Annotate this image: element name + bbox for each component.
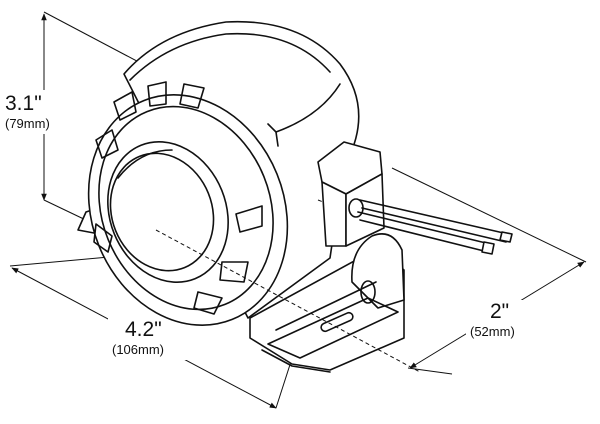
housing-seam-step bbox=[267, 123, 279, 147]
wire-lower-bottom bbox=[359, 219, 489, 253]
length-extension-left bbox=[9, 255, 121, 267]
cable-connector bbox=[317, 141, 385, 247]
center-axis-line bbox=[155, 229, 421, 373]
depth-value-label: 2" bbox=[490, 300, 509, 323]
wire-lower-top bbox=[357, 211, 491, 245]
vent bbox=[193, 291, 223, 315]
wire-lower-tip bbox=[481, 241, 495, 255]
housing-rim-curve bbox=[129, 32, 331, 81]
vent bbox=[179, 83, 205, 109]
depth-extension-top bbox=[391, 167, 587, 263]
vent bbox=[113, 91, 137, 121]
connector-front bbox=[321, 181, 347, 247]
depth-metric-label: (52mm) bbox=[470, 324, 515, 339]
speaker-dome bbox=[109, 152, 215, 272]
lead-wires bbox=[357, 199, 513, 255]
length-metric-label: (106mm) bbox=[112, 342, 164, 357]
bracket-lip bbox=[267, 297, 399, 359]
backup-alarm-illustration bbox=[77, 20, 513, 373]
height-label-backdrop bbox=[2, 90, 78, 134]
vent bbox=[95, 129, 119, 159]
dimension-labels: 3.1" (79mm) 4.2" (106mm) 2" (52mm) bbox=[2, 90, 536, 360]
vent bbox=[93, 223, 113, 253]
height-extension-top bbox=[43, 11, 151, 69]
bracket-upright bbox=[351, 233, 405, 309]
bracket-bolt-hole bbox=[360, 280, 376, 304]
cable-grommet bbox=[348, 198, 364, 218]
vent bbox=[235, 205, 263, 233]
depth-extension-bottom bbox=[407, 367, 453, 375]
bracket-slot bbox=[320, 311, 354, 333]
height-value-label: 3.1" bbox=[5, 92, 42, 115]
wire-upper-tip bbox=[499, 231, 513, 243]
bracket-fold-line bbox=[275, 281, 377, 331]
grille-vents bbox=[93, 81, 263, 315]
wire-upper-top bbox=[359, 199, 509, 235]
wire-upper-bottom bbox=[361, 207, 507, 243]
alarm-housing bbox=[87, 20, 421, 373]
speaker-dome-highlight bbox=[117, 149, 173, 179]
height-metric-label: (79mm) bbox=[5, 116, 50, 131]
housing-inner-ring bbox=[98, 105, 274, 311]
housing-seam bbox=[275, 83, 341, 133]
length-label-backdrop bbox=[108, 318, 192, 360]
bracket-lower-edge bbox=[261, 349, 331, 373]
length-value-label: 4.2" bbox=[125, 318, 162, 341]
connector-side bbox=[345, 173, 385, 247]
vent bbox=[147, 81, 167, 107]
vent bbox=[219, 261, 249, 283]
depth-label-backdrop bbox=[466, 300, 536, 342]
